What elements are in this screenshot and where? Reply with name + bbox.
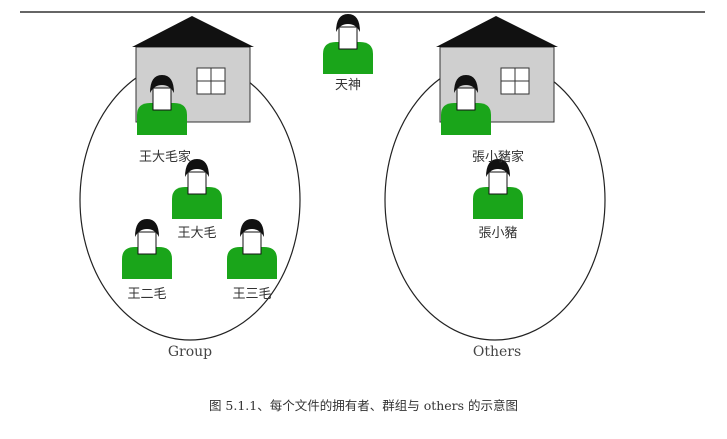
label-wang-family: 王大毛家 xyxy=(138,150,192,165)
label-zhang-xiaozhu: 張小豬 xyxy=(478,226,518,241)
label-wang-sanmao: 王三毛 xyxy=(232,287,272,302)
label-group: Group xyxy=(167,344,213,360)
label-wang-ermao: 王二毛 xyxy=(127,287,167,302)
figure-caption: 图 5.1.1、每个文件的拥有者、群组与 others 的示意图 xyxy=(208,398,519,413)
zhang-xiaozhu-person-icon xyxy=(472,158,524,220)
label-zhang-family: 張小豬家 xyxy=(471,150,525,165)
label-wang-damao: 王大毛 xyxy=(177,226,217,241)
wang-sanmao-person-icon xyxy=(226,218,278,280)
label-tianshen: 天神 xyxy=(334,78,362,93)
label-others: Others xyxy=(472,344,522,360)
wang-ermao-person-icon xyxy=(121,218,173,280)
tianshen-person-icon xyxy=(322,13,374,75)
wang-damao-person-icon xyxy=(171,158,223,220)
